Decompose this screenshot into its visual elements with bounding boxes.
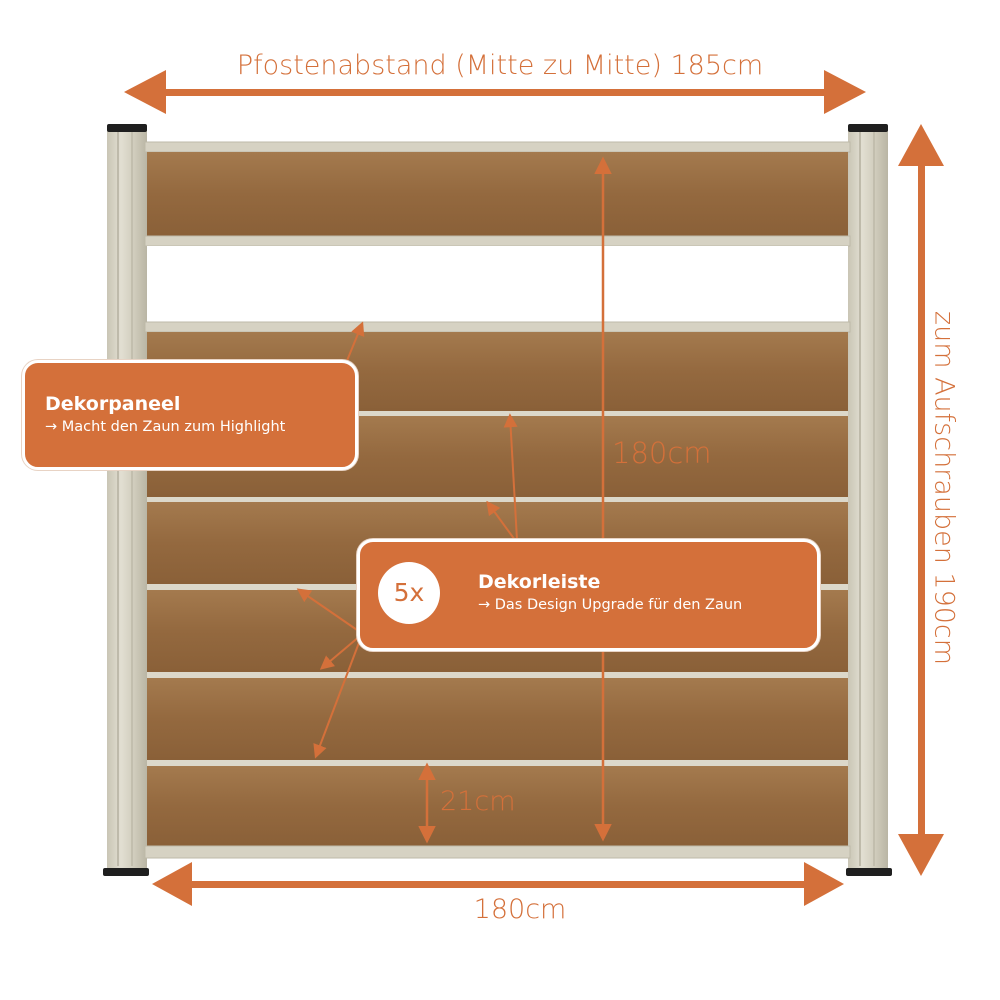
decor-strip-subtitle: → Das Design Upgrade für den Zaun <box>478 597 743 613</box>
decor-panel-title: Dekorpaneel <box>45 393 181 415</box>
decor-strip <box>147 411 848 416</box>
post-spacing-arrow <box>124 70 866 114</box>
post-height-label: zum Aufschrauben 190cm <box>928 310 960 666</box>
post-height-arrow <box>898 124 944 876</box>
decor-panel-board <box>147 152 848 236</box>
board-height-label: 21cm <box>440 786 516 817</box>
panel-height-label: 180cm <box>612 436 712 470</box>
decor-panel-callout: Dekorpaneel → Macht den Zaun zum Highlig… <box>22 360 358 470</box>
gap-rail <box>144 321 851 333</box>
panel-gap <box>147 246 848 322</box>
decor-strip <box>147 760 848 766</box>
decor-panel-rail <box>144 235 851 247</box>
decor-strip <box>147 497 848 502</box>
decor-strip-title: Dekorleiste <box>478 571 601 593</box>
left-post <box>103 124 149 876</box>
right-post <box>846 124 892 876</box>
decor-panel-subtitle: → Macht den Zaun zum Highlight <box>45 419 286 435</box>
decor-strip-pointers <box>296 413 518 759</box>
panel-width-label: 180cm <box>473 894 567 925</box>
decor-strip <box>147 672 848 678</box>
bottom-rail <box>144 845 851 859</box>
strip-count-badge: 5x <box>378 562 440 624</box>
post-spacing-label: Pfostenabstand (Mitte zu Mitte) 185cm <box>236 50 764 81</box>
fence-board <box>147 678 848 760</box>
top-rail <box>144 141 851 153</box>
fence-board <box>147 766 848 846</box>
panel-width-arrow <box>152 862 844 906</box>
decor-strip-callout: 5x Dekorleiste → Das Design Upgrade für … <box>357 539 820 651</box>
